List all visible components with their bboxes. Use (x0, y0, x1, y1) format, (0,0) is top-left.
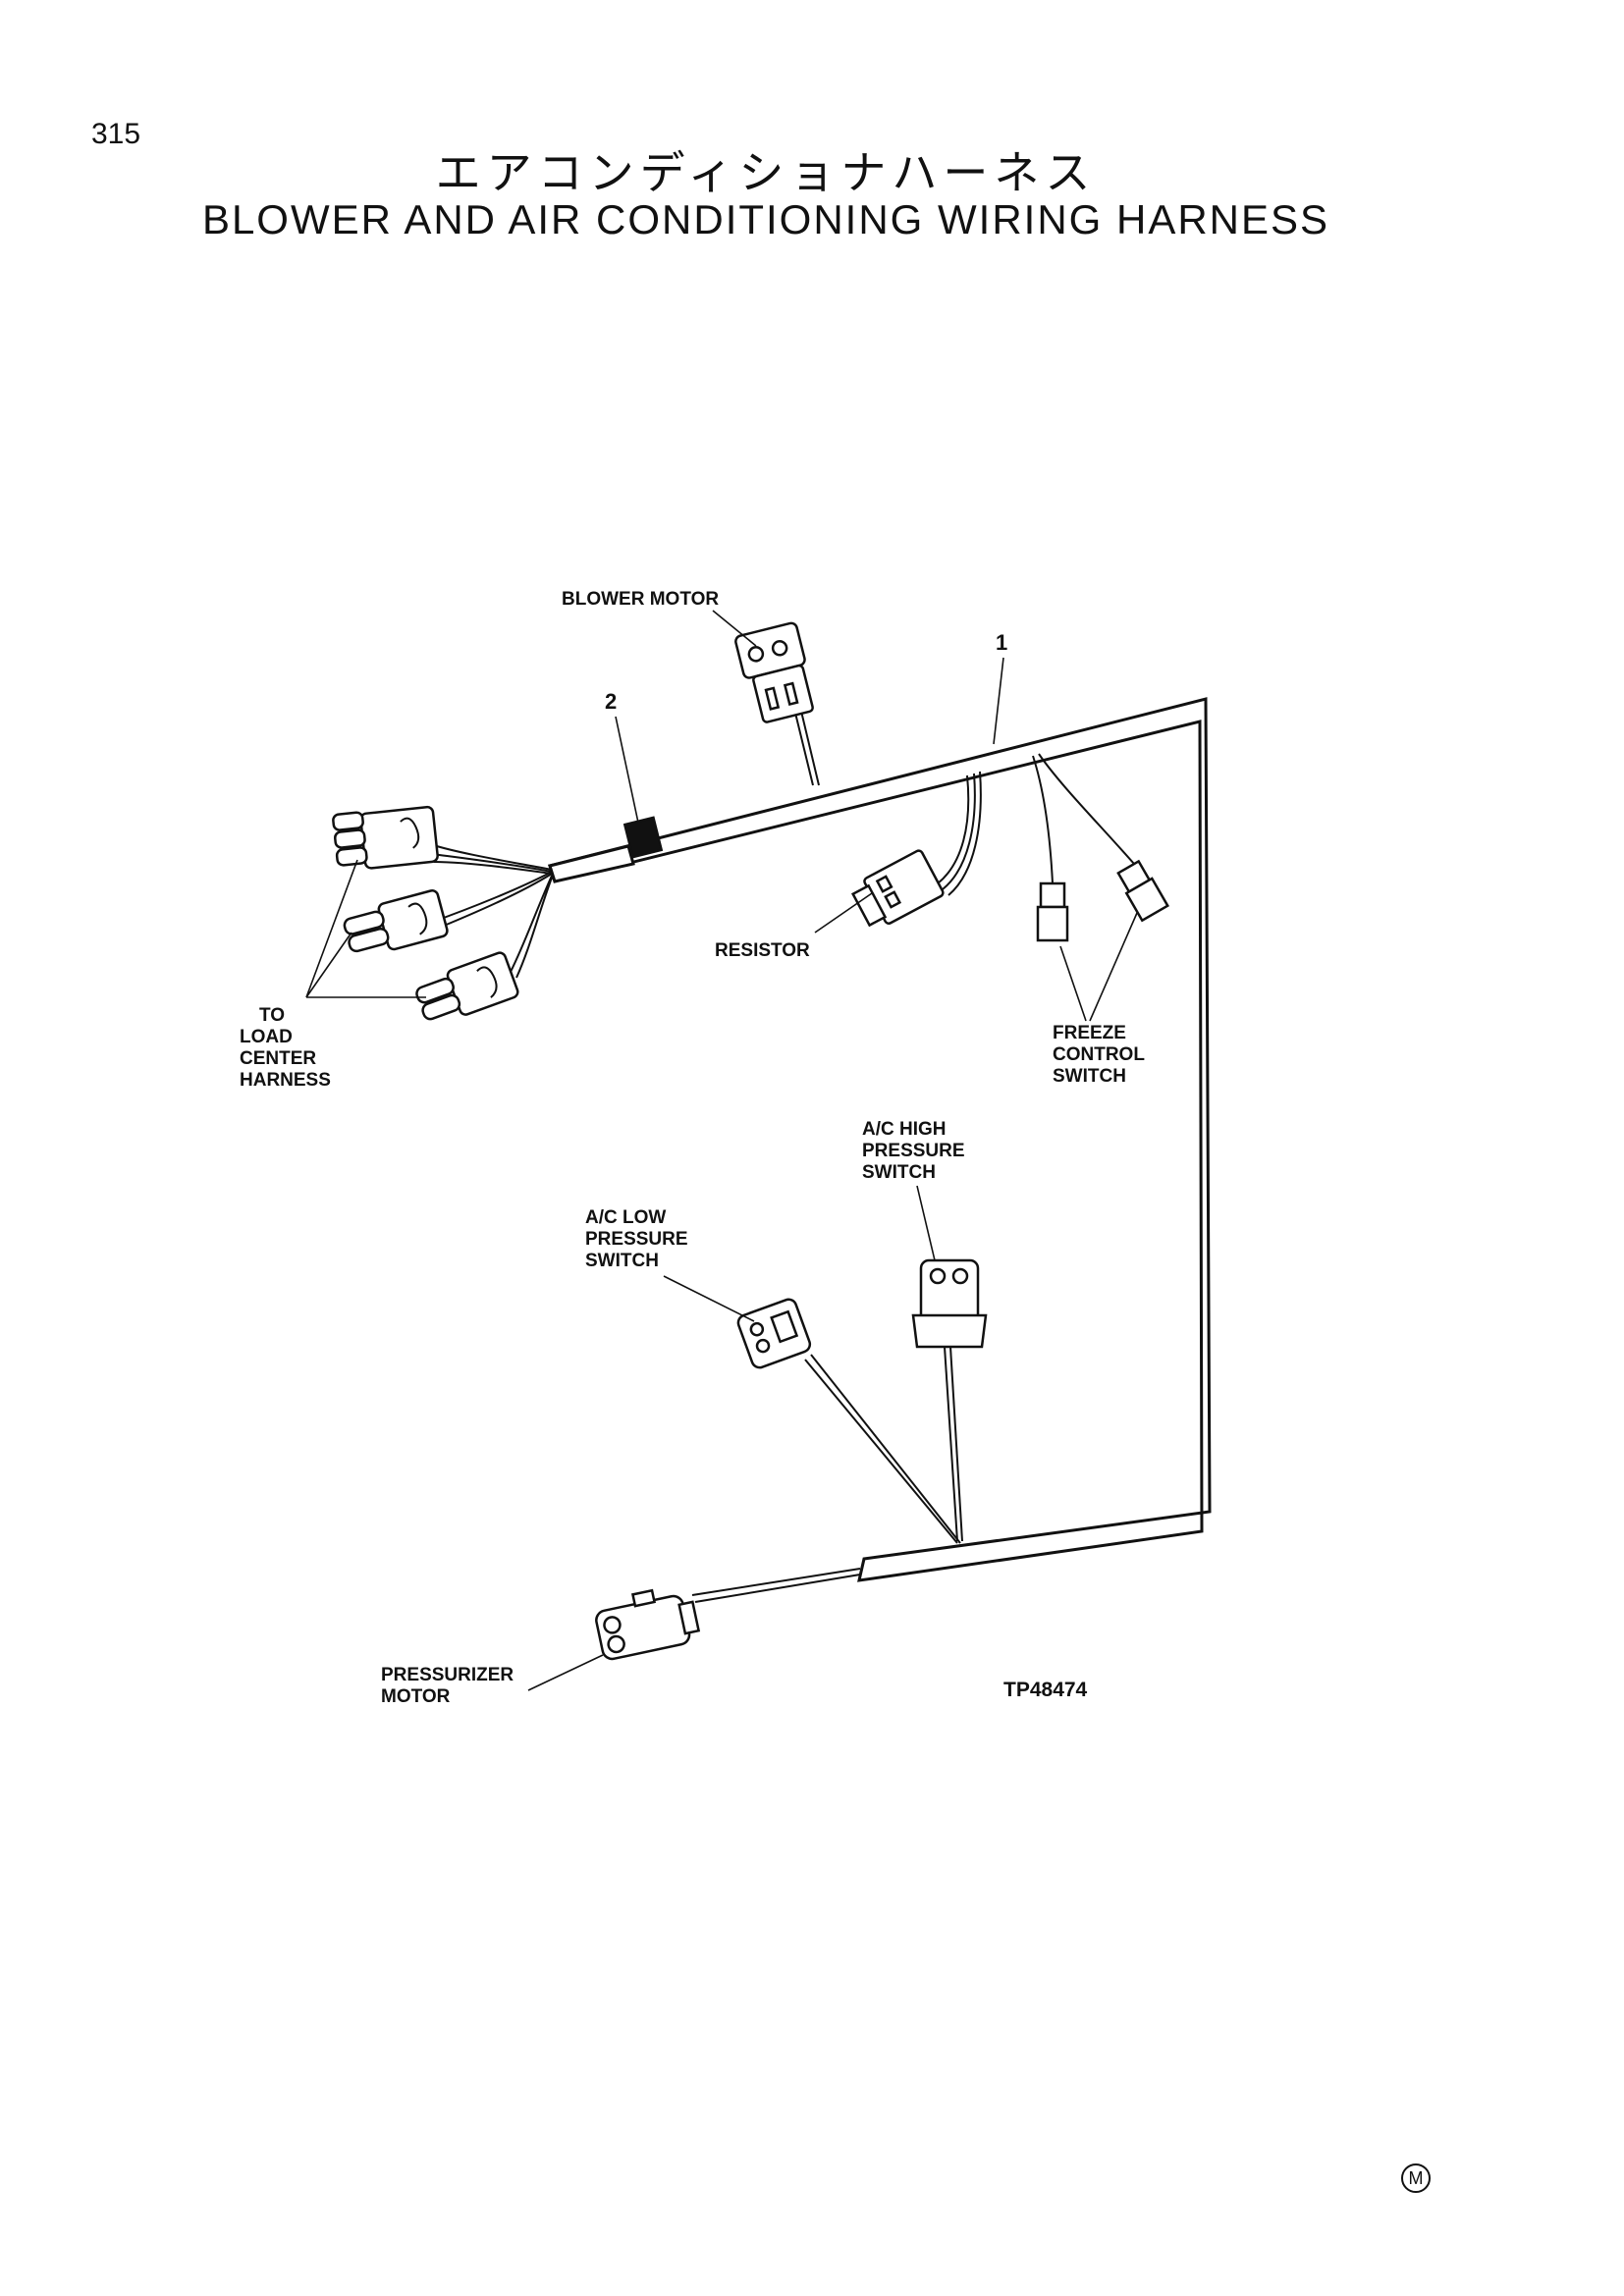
label-freeze-control-switch: FREEZE CONTROL SWITCH (1053, 1023, 1145, 1087)
svg-text:SWITCH: SWITCH (1053, 1066, 1126, 1087)
load-center-leaders (305, 859, 426, 998)
title-english: BLOWER AND AIR CONDITIONING WIRING HARNE… (201, 196, 1330, 242)
load-center-connector-c (415, 951, 519, 1021)
ac-high-pressure-switch-connector (911, 1185, 988, 1542)
label-resistor: RESISTOR (715, 940, 810, 961)
svg-text:SWITCH: SWITCH (585, 1251, 659, 1271)
title-japanese: エアコンディショナハーネス (435, 146, 1097, 199)
svg-text:CONTROL: CONTROL (1053, 1044, 1145, 1065)
label-pressurizer-motor: PRESSURIZER MOTOR (381, 1665, 514, 1707)
svg-text:A/C HIGH: A/C HIGH (862, 1119, 947, 1140)
svg-text:TO: TO (259, 1005, 285, 1026)
m-mark-badge: M (1401, 2163, 1431, 2193)
svg-text:PRESSURIZER: PRESSURIZER (381, 1665, 514, 1685)
svg-text:PRESSURE: PRESSURE (585, 1229, 688, 1250)
label-ac-high-pressure-switch: A/C HIGH PRESSURE SWITCH (862, 1119, 965, 1183)
callout-2-leader (615, 716, 639, 824)
blower-motor-connector (712, 610, 820, 786)
svg-text:A/C LOW: A/C LOW (585, 1207, 666, 1228)
svg-text:LOAD: LOAD (240, 1027, 293, 1047)
svg-text:MOTOR: MOTOR (381, 1686, 451, 1707)
label-blower-motor: BLOWER MOTOR (562, 589, 719, 610)
pressurizer-motor-connector (527, 1568, 861, 1691)
label-ac-low-pressure-switch: A/C LOW PRESSURE SWITCH (585, 1207, 688, 1271)
main-harness-trunk (548, 697, 1212, 1582)
label-to-load-center-harness: TO LOAD CENTER HARNESS (240, 1005, 331, 1091)
figure-code: TP48474 (1003, 1679, 1088, 1701)
ac-low-pressure-switch-connector (663, 1275, 961, 1544)
svg-text:SWITCH: SWITCH (862, 1162, 936, 1183)
grommet-item-2 (623, 816, 664, 859)
svg-text:CENTER: CENTER (240, 1048, 316, 1069)
load-center-connector-a (332, 805, 439, 870)
resistor-connector (814, 771, 982, 934)
callout-1: 1 (996, 630, 1007, 655)
load-center-connector-b (343, 889, 449, 953)
svg-text:PRESSURE: PRESSURE (862, 1141, 965, 1161)
svg-text:FREEZE: FREEZE (1053, 1023, 1126, 1043)
page-number: 315 (91, 118, 141, 150)
callout-2: 2 (605, 689, 617, 714)
svg-text:HARNESS: HARNESS (240, 1070, 331, 1091)
left-bundle (548, 844, 635, 883)
callout-1-leader (993, 657, 1004, 745)
freeze-control-switch-connectors (1032, 753, 1169, 1022)
